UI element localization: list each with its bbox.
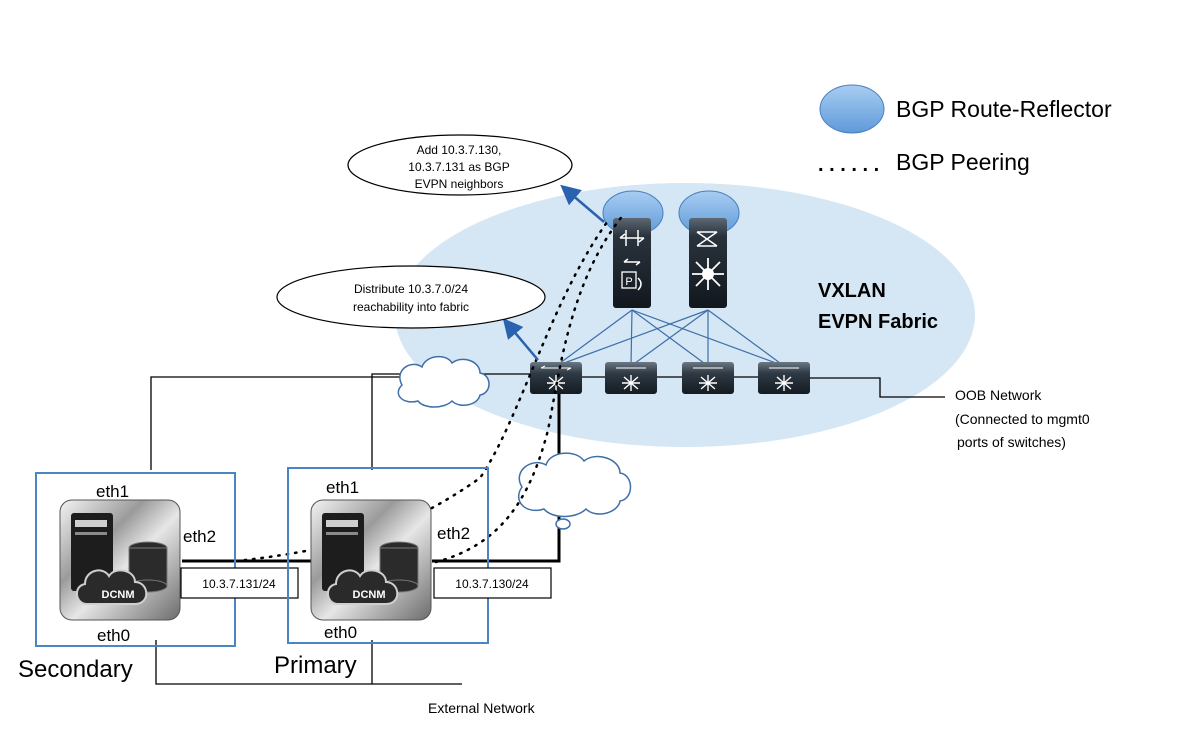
external-network-wiring xyxy=(155,640,462,685)
callout-distribute xyxy=(276,265,546,329)
callout-evpn-line3: EVPN neighbors xyxy=(415,177,504,191)
primary-eth2-label: eth2 xyxy=(437,524,470,543)
primary-eth1-label: eth1 xyxy=(326,478,359,497)
secondary-eth2-label: eth2 xyxy=(183,527,216,546)
leaf-switch-2 xyxy=(605,362,657,394)
primary-server-frame xyxy=(287,467,489,644)
oob-network-note-line2: ports of switches) xyxy=(957,434,1066,450)
legend-route-reflector-label: BGP Route-Reflector xyxy=(896,96,1112,122)
spine-switch-2 xyxy=(678,190,740,308)
callout-arrow-distribute xyxy=(502,318,539,361)
secondary-title: Secondary xyxy=(18,656,133,683)
callout-evpn-neighbors xyxy=(347,134,573,196)
primary-ip-address: 10.3.7.130/24 xyxy=(455,577,529,591)
cloud-icon xyxy=(517,452,632,530)
leaf-switch-4 xyxy=(758,362,810,394)
secondary-server: eth1 eth2 eth0 DCNM 10.3.7.131/24 Second… xyxy=(18,472,299,683)
primary-title: Primary xyxy=(274,652,357,679)
oob-network-note-line1: (Connected to mgmt0 xyxy=(955,411,1090,427)
external-network-label: External Network xyxy=(428,700,536,716)
primary-dcnm-text: DCNM xyxy=(353,589,386,601)
secondary-server-frame xyxy=(35,472,236,647)
callout-distribute-line2: reachability into fabric xyxy=(353,300,469,314)
legend-peering-label: BGP Peering xyxy=(896,149,1030,175)
leaf-switch-1 xyxy=(530,362,582,394)
secondary-eth1-label: eth1 xyxy=(96,482,129,501)
primary-ip-box xyxy=(433,567,552,599)
route-reflector-legend-icon xyxy=(819,84,885,134)
fabric-title-line2: EVPN Fabric xyxy=(818,311,938,333)
secondary-ip-address: 10.3.7.131/24 xyxy=(202,577,276,591)
secondary-ip-box xyxy=(180,567,299,599)
legend-peering-dots: . . . . . . xyxy=(818,154,879,176)
spine-switch-icon xyxy=(613,218,651,308)
fabric-title-line1: VXLAN xyxy=(818,280,886,302)
callout-arrow-evpn xyxy=(560,184,605,223)
oob-network-label: OOB Network xyxy=(955,387,1042,403)
callout-evpn-line2: 10.3.7.131 as BGP xyxy=(408,160,509,174)
callout-distribute-line1: Distribute 10.3.7.0/24 xyxy=(354,282,468,296)
eth2-data-wiring xyxy=(182,394,561,563)
leaf-switch-3 xyxy=(682,362,734,394)
primary-server: eth1 eth2 eth0 DCNM 10.3.7.130/24 Primar… xyxy=(274,467,552,679)
fabric-links xyxy=(555,309,785,367)
secondary-dcnm-text: DCNM xyxy=(102,589,135,601)
svg-text:P: P xyxy=(625,276,632,288)
spine-switch-1: P xyxy=(602,190,664,308)
cloud-icon xyxy=(397,355,490,408)
callout-evpn-line1: Add 10.3.7.130, xyxy=(417,143,502,157)
secondary-eth0-label: eth0 xyxy=(97,626,130,645)
primary-eth0-label: eth0 xyxy=(324,623,357,642)
